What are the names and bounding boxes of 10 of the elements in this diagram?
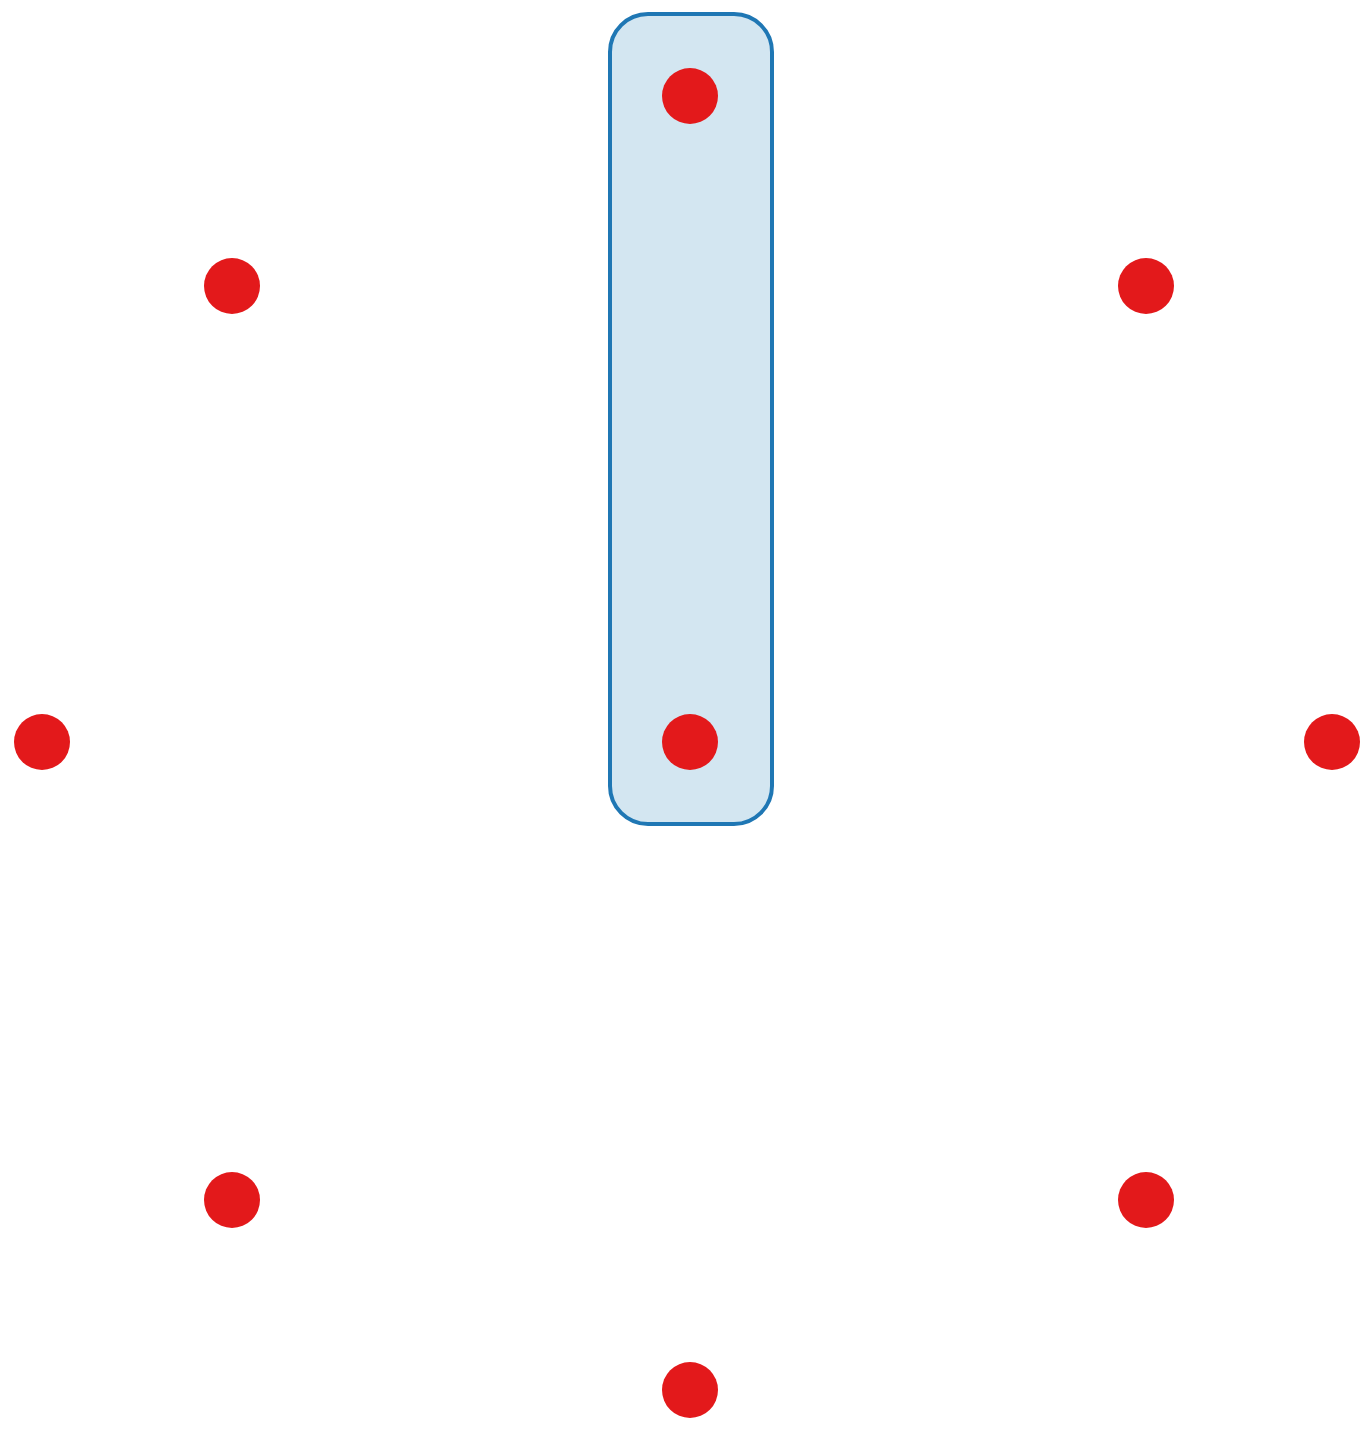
dot [1118, 1172, 1174, 1228]
dot [661, 67, 717, 123]
dot [1304, 714, 1360, 770]
dot [1118, 258, 1174, 314]
dot [661, 713, 717, 769]
highlight-box [608, 12, 774, 826]
dot [204, 258, 260, 314]
dot [662, 1362, 718, 1418]
dot [204, 1172, 260, 1228]
dot [14, 714, 70, 770]
